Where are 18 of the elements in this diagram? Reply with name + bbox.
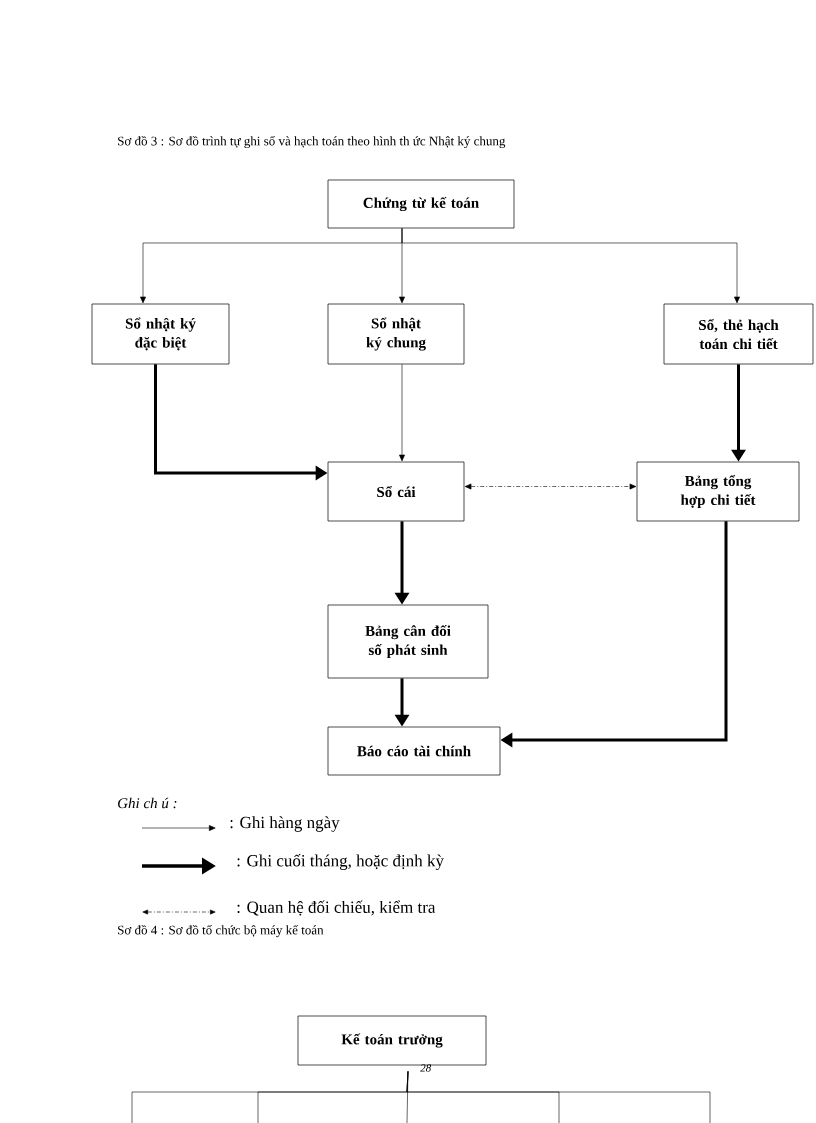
legend-text: : Ghi cuối tháng, hoặc định kỳ [237,854,444,870]
process-box: Sổ, thẻ hạch toán chi tiết [663,303,814,365]
legend-heading: Ghi ch ú : [118,797,177,809]
arrow [399,364,405,462]
arrow [464,483,637,490]
process-box: Báo cáo tài chính [327,726,501,776]
legend-text: : Quan hệ đối chiếu, kiểm tra [237,900,436,916]
process-box: Bảng cân đối số phát sinh [327,604,489,679]
process-box: Bảng tổng hợp chi tiết [636,461,800,522]
process-box: Sổ nhật ký đặc biệt [91,303,230,365]
caption-text: Sơ đồ 3 : Sơ đồ trình tự ghi sổ và hạch toán theo hình th ức Nhật ký chung [118,135,506,149]
process-box: Chứng từ kế toán [327,179,515,229]
legend-text: : Ghi hàng ngày [230,816,340,832]
process-box: Sổ nhật ký chung [327,303,465,365]
page-number: 28 [420,1064,432,1072]
process-box: Sổ cái [327,461,465,522]
arrow [401,228,740,304]
caption-text: Sơ đồ 4 : Sơ đồ tổ chức bộ máy kế toán [118,924,324,938]
